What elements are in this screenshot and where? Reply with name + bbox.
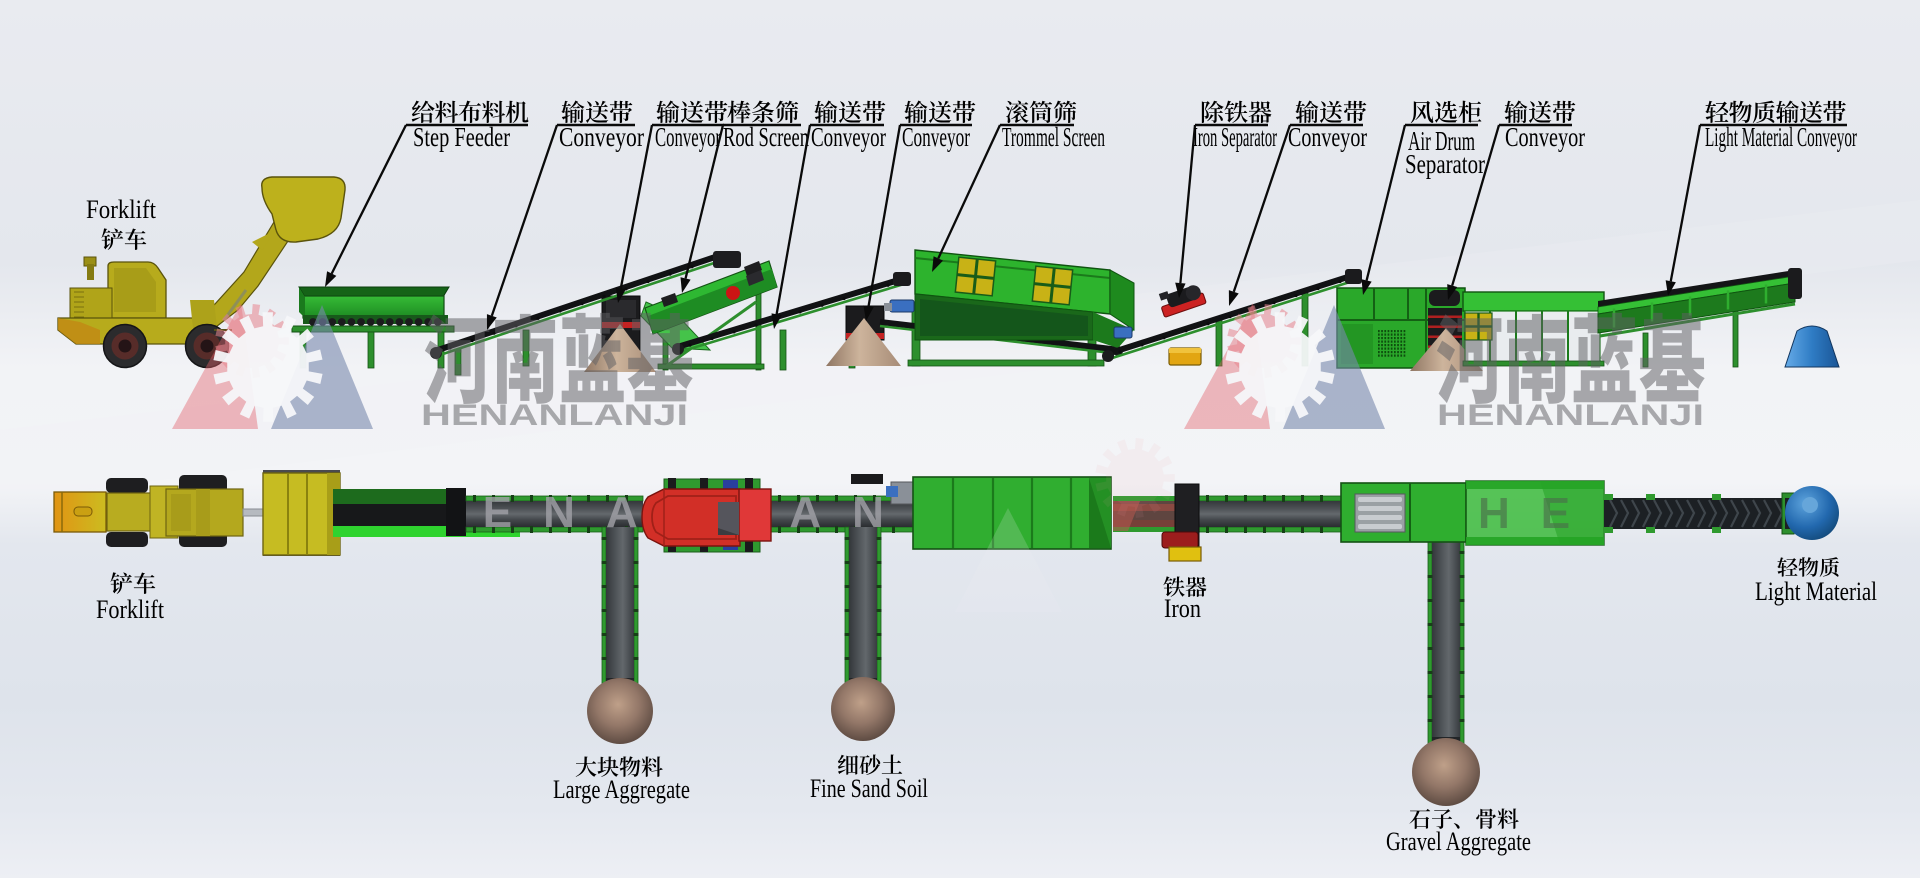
svg-text:Iron Separator: Iron Separator	[1193, 122, 1277, 152]
svg-text:Conveyor: Conveyor	[559, 122, 644, 152]
svg-text:Air Drum: Air Drum	[1408, 126, 1475, 156]
svg-text:Light Material: Light Material	[1755, 577, 1877, 606]
svg-text:HEN: HEN	[1478, 489, 1664, 538]
svg-text:Forklift: Forklift	[96, 595, 165, 624]
svg-text:Light Material Conveyor: Light Material Conveyor	[1705, 122, 1857, 152]
svg-text:HENANLANJI: HENANLANJI	[1437, 399, 1704, 432]
svg-text:Conveyor: Conveyor	[1505, 122, 1585, 152]
svg-text:Conveyor: Conveyor	[902, 122, 970, 152]
svg-text:Large Aggregate: Large Aggregate	[553, 775, 690, 804]
svg-text:Trommel Screen: Trommel Screen	[1002, 122, 1105, 152]
svg-text:Gravel Aggregate: Gravel Aggregate	[1386, 827, 1531, 856]
svg-text:Conveyor: Conveyor	[811, 122, 886, 152]
svg-text:Fine Sand Soil: Fine Sand Soil	[810, 774, 928, 803]
svg-text:HENANLANJI: HENANLANJI	[421, 399, 688, 432]
svg-text:Forklift: Forklift	[86, 195, 157, 224]
svg-text:Iron: Iron	[1164, 594, 1201, 623]
svg-text:Step Feeder: Step Feeder	[413, 122, 510, 152]
svg-text:Conveyor: Conveyor	[1288, 122, 1367, 152]
svg-text:Rod Screen: Rod Screen	[723, 122, 809, 152]
svg-text:Conveyor: Conveyor	[655, 122, 721, 152]
svg-text:Separator: Separator	[1405, 149, 1485, 179]
